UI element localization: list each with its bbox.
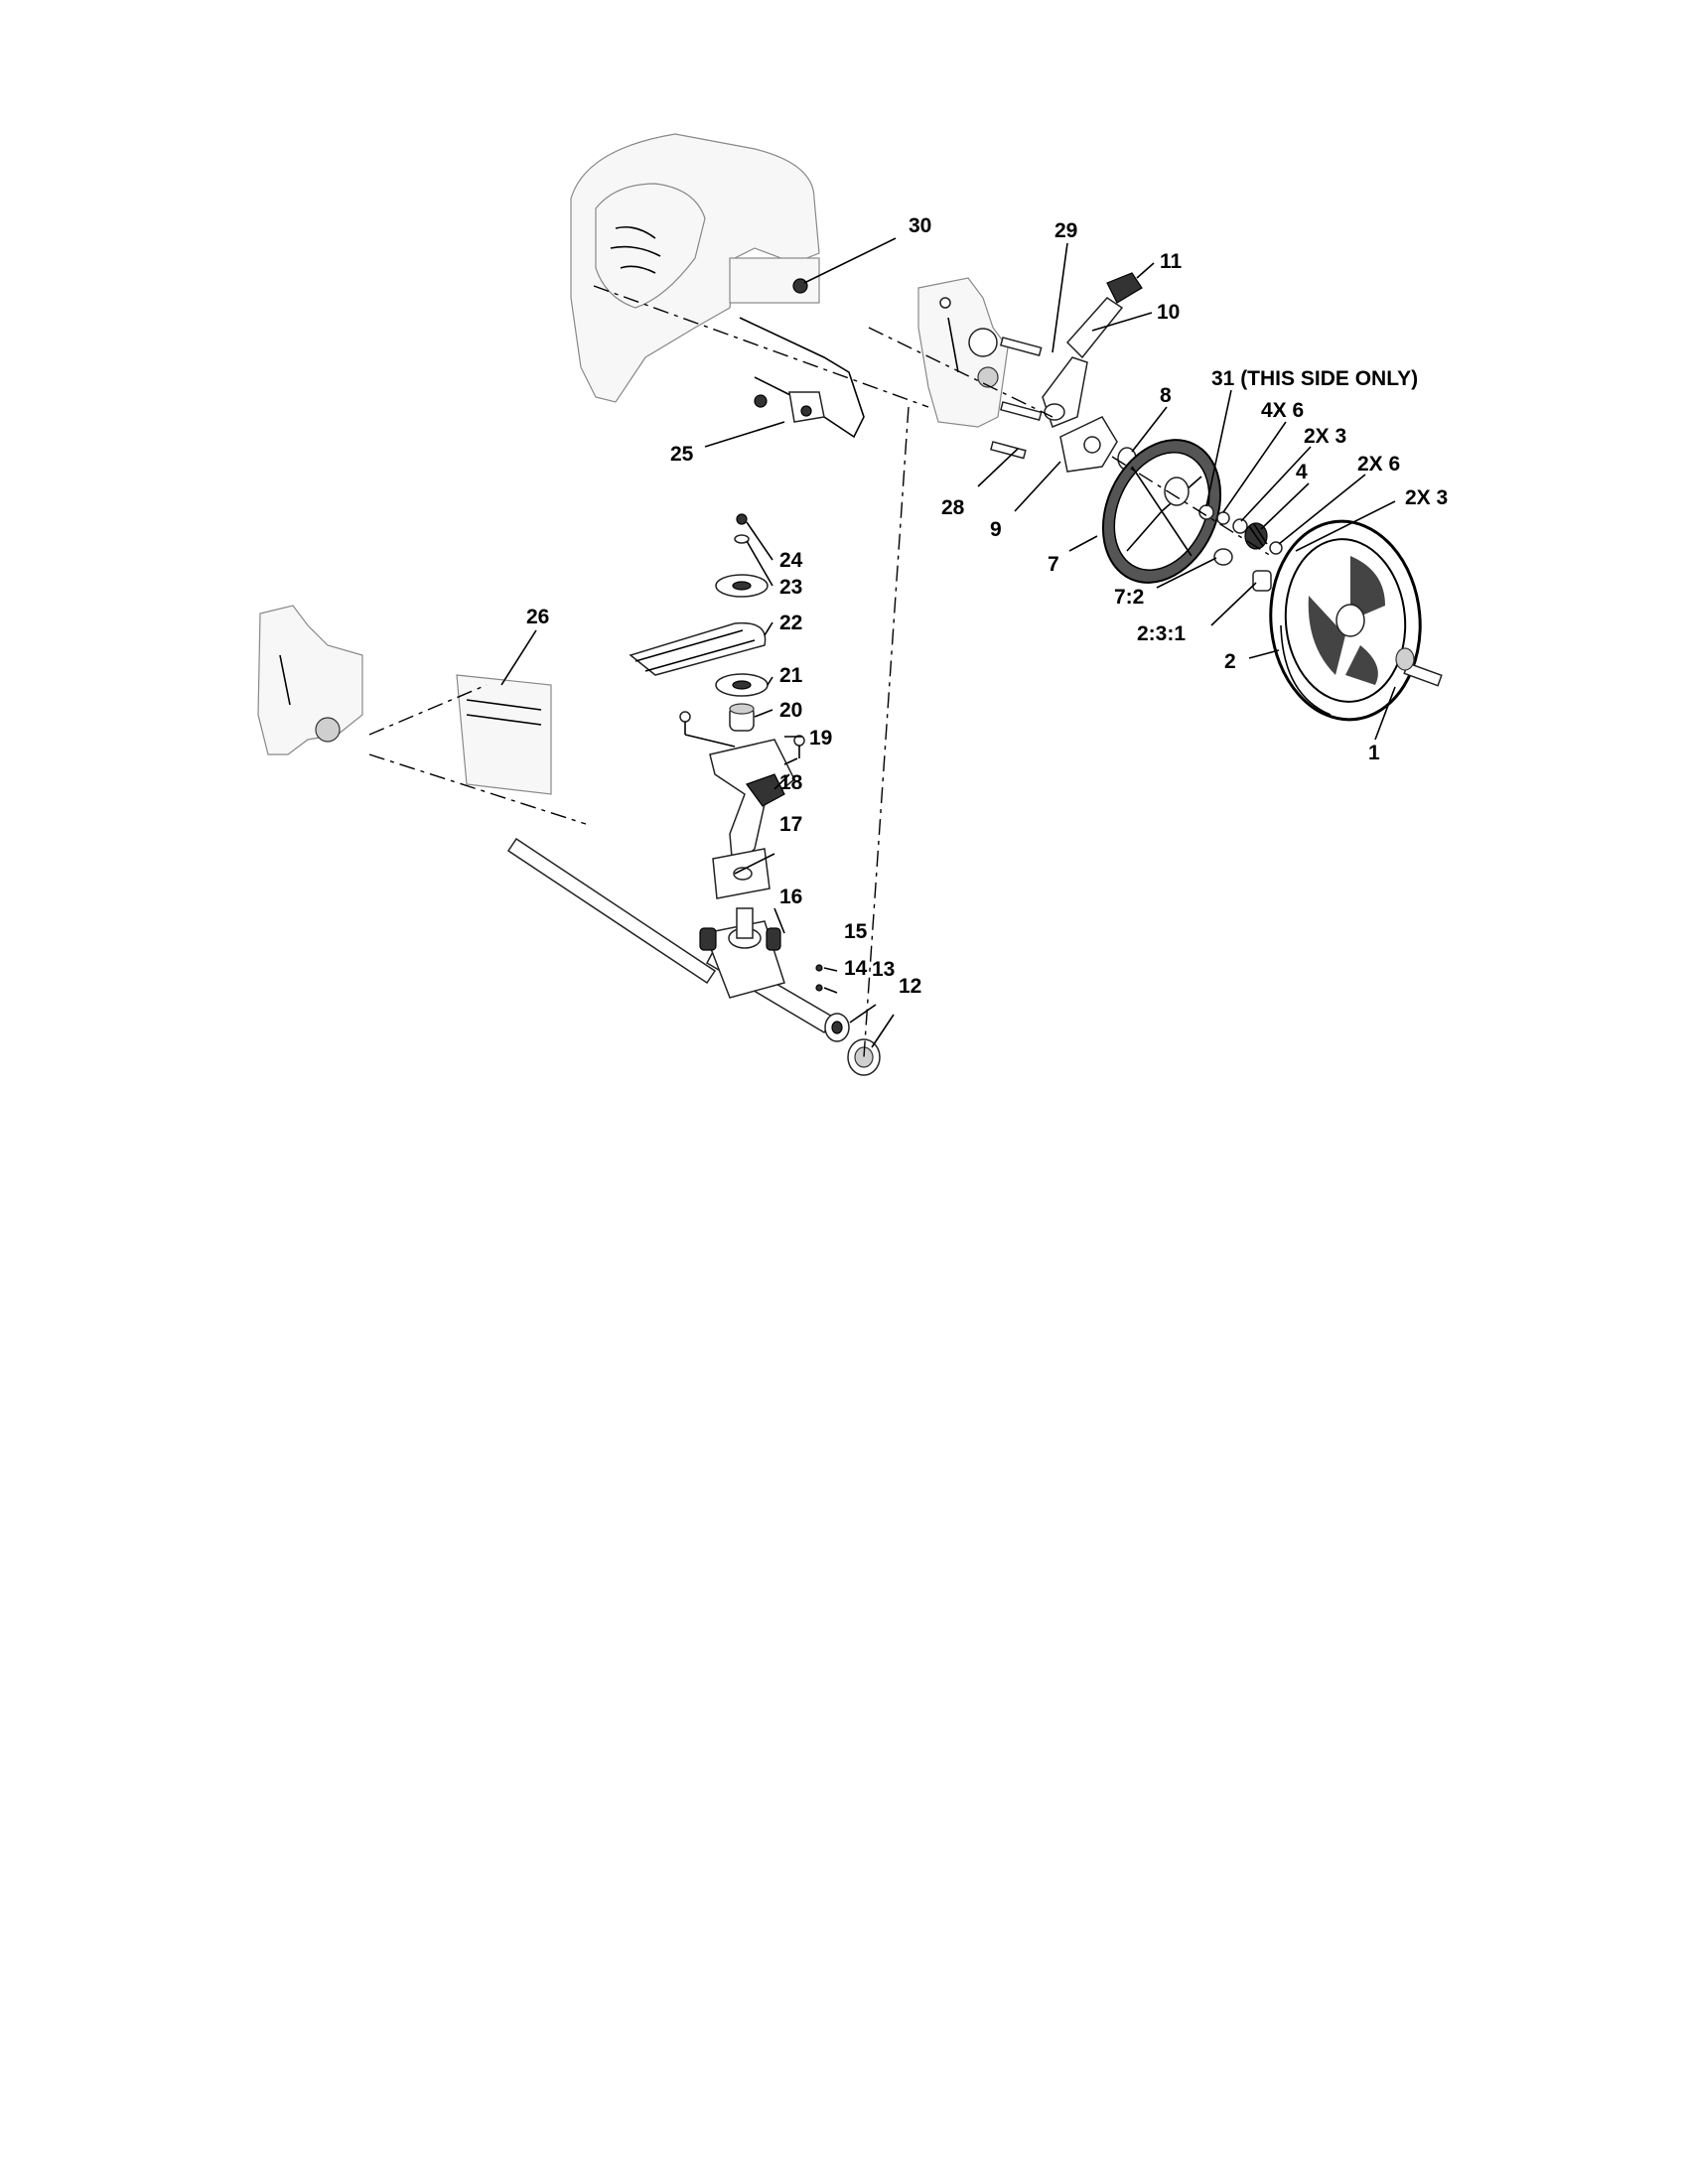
callout-26: 26 [526,606,549,628]
callout-4x6: 4X 6 [1261,399,1304,422]
callout-24: 24 [779,549,803,572]
callout-28: 28 [941,496,965,519]
callout-10: 10 [1157,301,1180,324]
callout-2x3-upper: 2X 3 [1304,425,1346,448]
left-side-plate [257,605,552,795]
callout-25: 25 [670,443,694,466]
pulley-stack [629,513,769,732]
callout-14: 14 [844,957,868,980]
callout-17: 17 [779,813,802,836]
callout-15: 15 [844,920,868,943]
callout-2: 2 [1224,650,1236,673]
callout-20: 20 [779,699,802,722]
callout-21: 21 [779,664,803,687]
right-side-plate [917,277,1009,428]
bolts-and-adjuster [990,337,1137,473]
callout-12: 12 [899,975,921,998]
callout-16: 16 [779,886,802,908]
callout-11: 11 [1160,250,1183,273]
callout-labels: 30 29 11 10 31 (THIS SIDE ONLY) 8 4X 6 2… [526,214,1448,998]
rear-wheel [1269,519,1443,722]
callout-29: 29 [1054,219,1077,242]
leader-lines [500,237,1396,1048]
height-adjust-lever [1042,272,1143,428]
wheel-cover [1101,439,1222,584]
callout-30: 30 [909,214,931,237]
callout-1: 1 [1368,742,1380,764]
callout-18: 18 [779,771,803,794]
callout-2-3-1: 2:3:1 [1137,622,1186,645]
callout-22: 22 [779,612,802,634]
mounting-bracket [679,711,805,899]
alignment-lines [368,285,1272,1058]
callout-9: 9 [990,518,1002,541]
callout-2x3-lower: 2X 3 [1405,486,1448,509]
callout-23: 23 [779,576,802,599]
axle-and-gearbox [506,837,881,1076]
mower-deck-housing [570,133,865,439]
callout-2x6: 2X 6 [1357,453,1400,476]
callout-7: 7 [1048,553,1059,576]
callout-13: 13 [872,958,895,981]
callout-7-2: 7:2 [1114,586,1144,609]
callout-31: 31 (THIS SIDE ONLY) [1211,367,1418,390]
callout-8: 8 [1160,384,1172,407]
callout-19: 19 [809,727,832,750]
callout-4: 4 [1296,461,1308,483]
